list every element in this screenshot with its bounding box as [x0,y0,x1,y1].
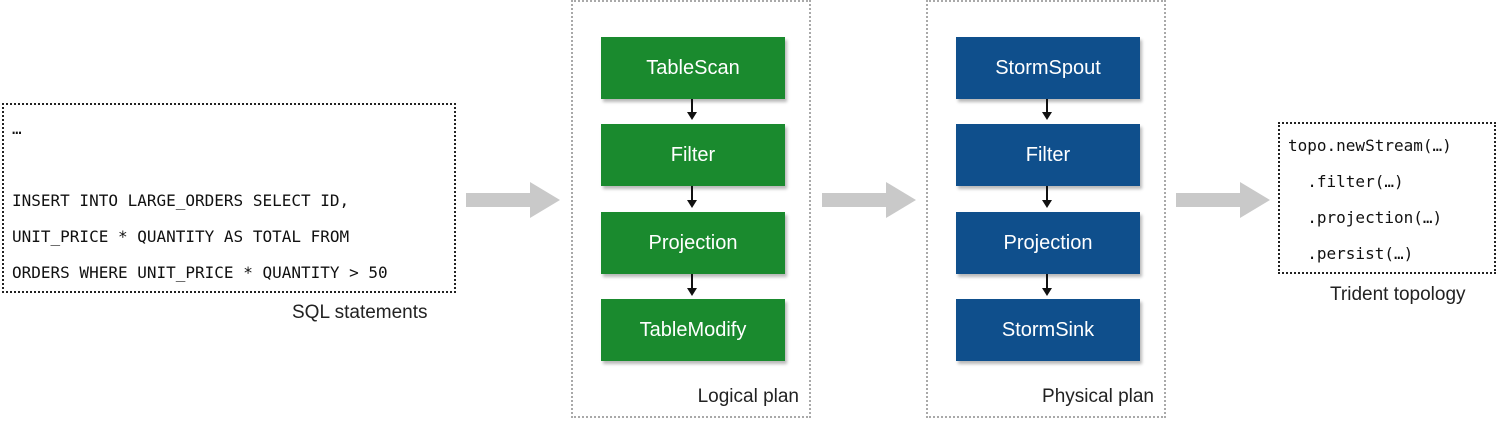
physical-node-projection: Projection [956,212,1140,274]
physical-node-filter: Filter [956,124,1140,186]
flow-arrow-2 [822,182,916,218]
trident-line-1: topo.newStream(…) [1288,136,1452,155]
sql-line-4: UNIT_PRICE * QUANTITY AS TOTAL FROM [12,227,350,246]
sql-caption: SQL statements [292,302,428,323]
logical-arrowhead-1 [687,112,697,120]
logical-node-tablescan: TableScan [601,37,785,99]
logical-connector-3 [691,274,693,288]
physical-node-stormsink: StormSink [956,299,1140,361]
physical-connector-1 [1046,99,1048,113]
physical-plan-panel: StormSpout Filter Projection StormSink P… [926,0,1166,418]
logical-connector-2 [691,186,693,200]
sql-line-1: … [12,119,22,138]
trident-caption: Trident topology [1330,284,1466,305]
trident-line-2: .filter(…) [1288,172,1404,191]
physical-arrowhead-3 [1042,288,1052,296]
logical-node-filter: Filter [601,124,785,186]
logical-arrowhead-3 [687,288,697,296]
logical-connector-1 [691,99,693,113]
sql-line-5: ORDERS WHERE UNIT_PRICE * QUANTITY > 50 [12,263,388,282]
physical-plan-caption: Physical plan [1042,386,1154,407]
trident-line-3: .projection(…) [1288,208,1443,227]
physical-node-stormspout: StormSpout [956,37,1140,99]
physical-connector-3 [1046,274,1048,288]
logical-plan-panel: TableScan Filter Projection TableModify … [571,0,811,418]
logical-arrowhead-2 [687,200,697,208]
logical-plan-caption: Logical plan [697,386,799,407]
sql-statements-box: … INSERT INTO LARGE_ORDERS SELECT ID, UN… [2,103,456,293]
sql-line-3: INSERT INTO LARGE_ORDERS SELECT ID, [12,191,350,210]
physical-connector-2 [1046,186,1048,200]
trident-line-4: .persist(…) [1288,244,1414,263]
trident-topology-box: topo.newStream(…) .filter(…) .projection… [1278,122,1496,274]
physical-arrowhead-2 [1042,200,1052,208]
flow-arrow-1 [466,182,560,218]
logical-node-projection: Projection [601,212,785,274]
flow-arrow-3 [1176,182,1270,218]
logical-node-tablemodify: TableModify [601,299,785,361]
physical-arrowhead-1 [1042,112,1052,120]
